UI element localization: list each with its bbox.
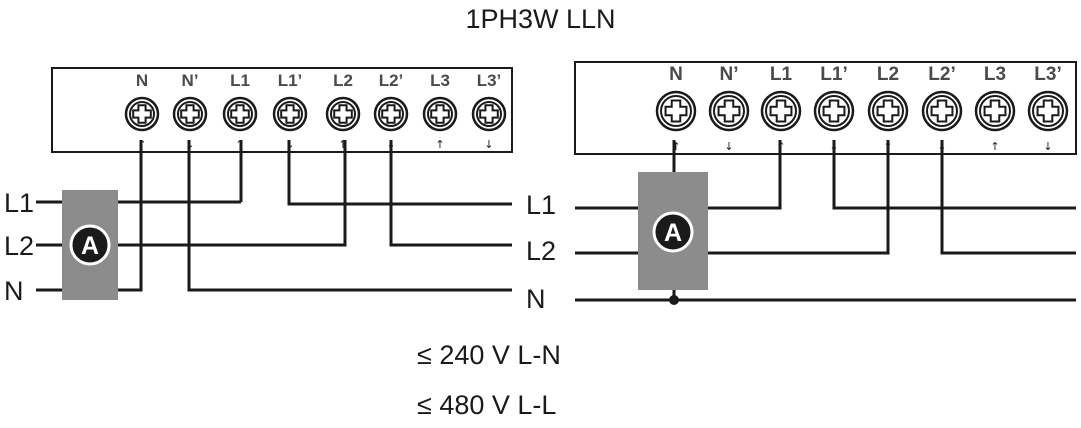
line-label-l2-center: L2 [526, 236, 556, 266]
terminal-screw-icon [655, 90, 697, 132]
terminal-screw-icon [1027, 90, 1069, 132]
right-diagram: N↑N’↓L1↑L1’↓L2↑L2’↓L3↑L3’↓ A [574, 61, 1077, 305]
ammeter-icon [652, 211, 694, 253]
terminal-arrow: ↑ [435, 138, 444, 151]
terminal-label: L3’ [477, 71, 502, 90]
terminal-label: L1 [770, 64, 793, 85]
terminal-arrow: ↓ [724, 140, 733, 153]
line-label-n-left: N [4, 276, 24, 306]
terminal-screw-icon [422, 96, 458, 132]
terminal-screw-icon [471, 96, 507, 132]
terminal-label: N [136, 71, 148, 90]
terminal-row-right: N↑N’↓L1↑L1’↓L2↑L2’↓L3↑L3’↓ [655, 64, 1069, 153]
terminal-screw-icon [325, 96, 361, 132]
terminal-label: L2 [333, 71, 353, 90]
terminal-arrow: ↓ [1043, 140, 1052, 153]
terminal-screw-icon [124, 96, 160, 132]
terminal-label: L3 [984, 64, 1006, 85]
terminal-label: L3 [430, 71, 450, 90]
spec-ln: ≤ 240 V L-N [417, 340, 561, 370]
wires-left [36, 140, 512, 292]
terminal-screw-icon [921, 90, 963, 132]
terminal-label: L3’ [1034, 64, 1061, 85]
terminal-screw-icon [222, 96, 258, 132]
terminal-screw-icon [813, 90, 855, 132]
terminal-arrow: ↑ [338, 138, 347, 151]
ammeter-label-right: A [664, 219, 682, 247]
line-label-l2-left: L2 [4, 231, 34, 261]
terminal-screw-icon [760, 90, 802, 132]
line-label-l1-center: L1 [526, 190, 556, 220]
terminal-arrow: ↑ [671, 140, 680, 153]
terminal-screw-icon [708, 90, 750, 132]
terminal-screw-icon [373, 96, 409, 132]
terminal-screw-icon [867, 90, 909, 132]
left-diagram: N↑N’↓L1↑L1’↓L2↑L2’↓L3↑L3’↓ A [4, 67, 513, 306]
terminal-label: N’ [182, 71, 199, 90]
terminal-arrow: ↑ [990, 140, 999, 153]
terminal-row-left: N↑N’↓L1↑L1’↓L2↑L2’↓L3↑L3’↓ [124, 71, 507, 151]
line-label-l1-left: L1 [4, 188, 34, 218]
diagram-title: 1PH3W LLN [465, 4, 616, 34]
terminal-screw-icon [974, 90, 1016, 132]
terminal-label: L2’ [928, 64, 955, 85]
terminal-label: N [669, 64, 683, 85]
terminal-arrow: ↓ [484, 138, 493, 151]
terminal-label: L1’ [278, 71, 303, 90]
terminal-label: N’ [720, 64, 739, 85]
ammeter-icon [69, 224, 111, 266]
line-label-n-center: N [526, 284, 546, 314]
ammeter-label-left: A [81, 232, 99, 260]
terminal-label: L2 [877, 64, 899, 85]
terminal-label: L1’ [820, 64, 847, 85]
terminal-screw-icon [172, 96, 208, 132]
neutral-junction-dot [669, 295, 679, 305]
terminal-screw-icon [272, 96, 308, 132]
terminal-label: L1 [230, 71, 250, 90]
spec-ll: ≤ 480 V L-L [417, 390, 557, 420]
terminal-label: L2’ [379, 71, 404, 90]
